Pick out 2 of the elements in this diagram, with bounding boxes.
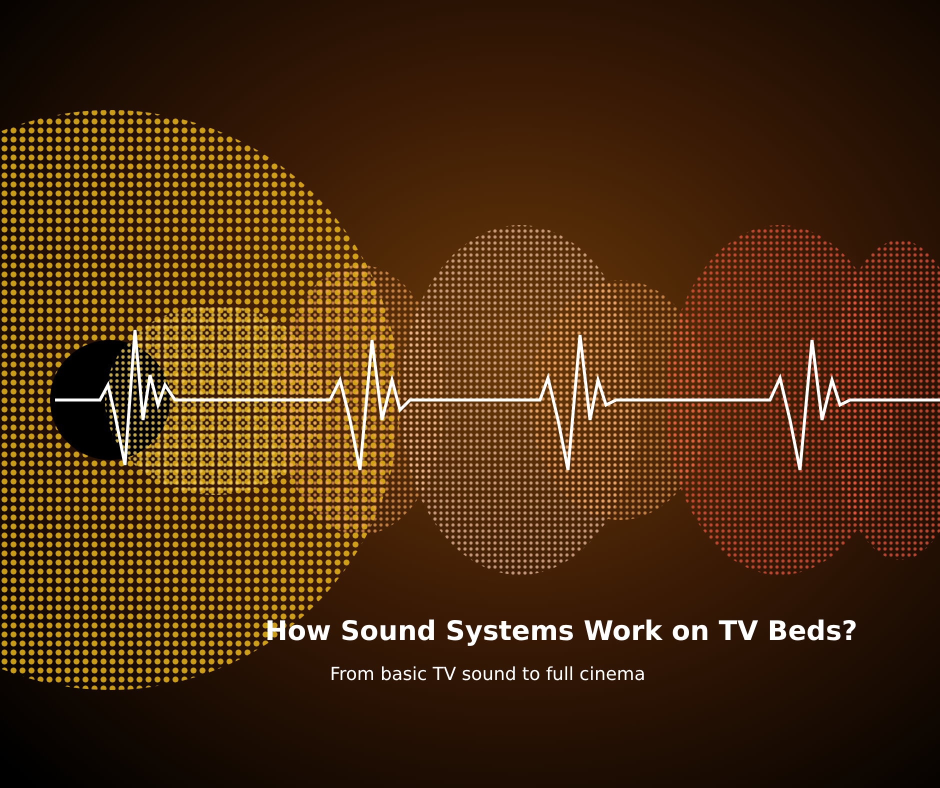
subtitle: From basic TV sound to full cinema — [330, 664, 646, 685]
title: How Sound Systems Work on TV Beds? — [265, 616, 858, 647]
